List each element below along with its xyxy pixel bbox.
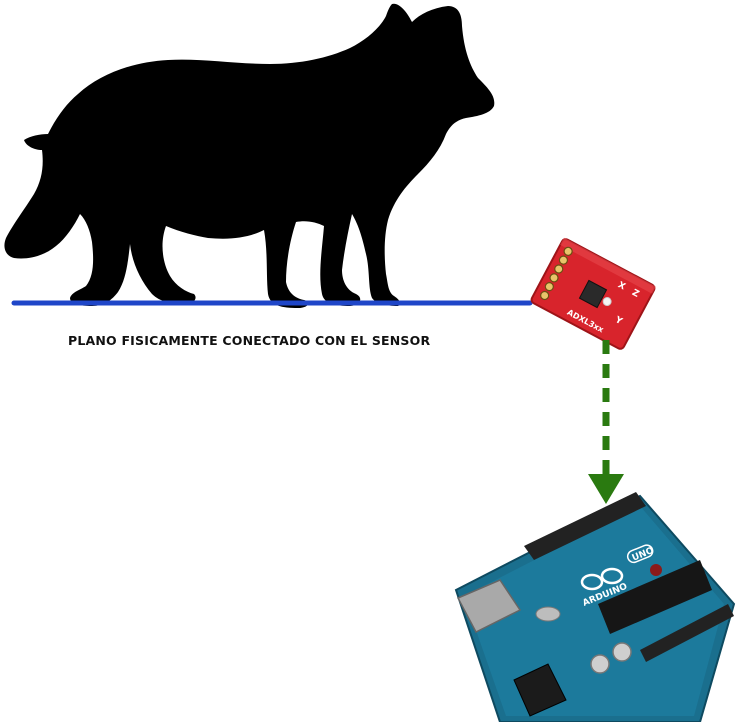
sensor-axis-x-label: X xyxy=(616,280,627,292)
caption: PLANO FISICAMENTE CONECTADO CON EL SENSO… xyxy=(68,333,431,348)
capacitor xyxy=(590,654,610,674)
wolf-silhouette-icon xyxy=(4,3,495,308)
sensor-axis-y-label: Y xyxy=(612,315,624,328)
digital-header xyxy=(524,492,646,560)
microcontroller-chip xyxy=(598,560,712,634)
signal-arrow xyxy=(588,340,624,504)
sensor-pin-holes xyxy=(540,246,573,301)
accelerometer-sensor-board: X Z Y ADXL3xx xyxy=(530,237,656,350)
crystal-oscillator xyxy=(535,606,561,622)
power-jack xyxy=(513,663,567,717)
capacitor xyxy=(612,642,632,662)
reset-button xyxy=(650,564,662,576)
usb-connector xyxy=(456,579,522,633)
sensor-chip xyxy=(578,279,608,309)
sensor-axis-z-label: Z xyxy=(630,288,641,300)
arduino-uno-board: ARDUINO UNO xyxy=(454,492,736,722)
analog-header xyxy=(640,604,734,662)
arduino-logo-icon xyxy=(580,567,624,591)
